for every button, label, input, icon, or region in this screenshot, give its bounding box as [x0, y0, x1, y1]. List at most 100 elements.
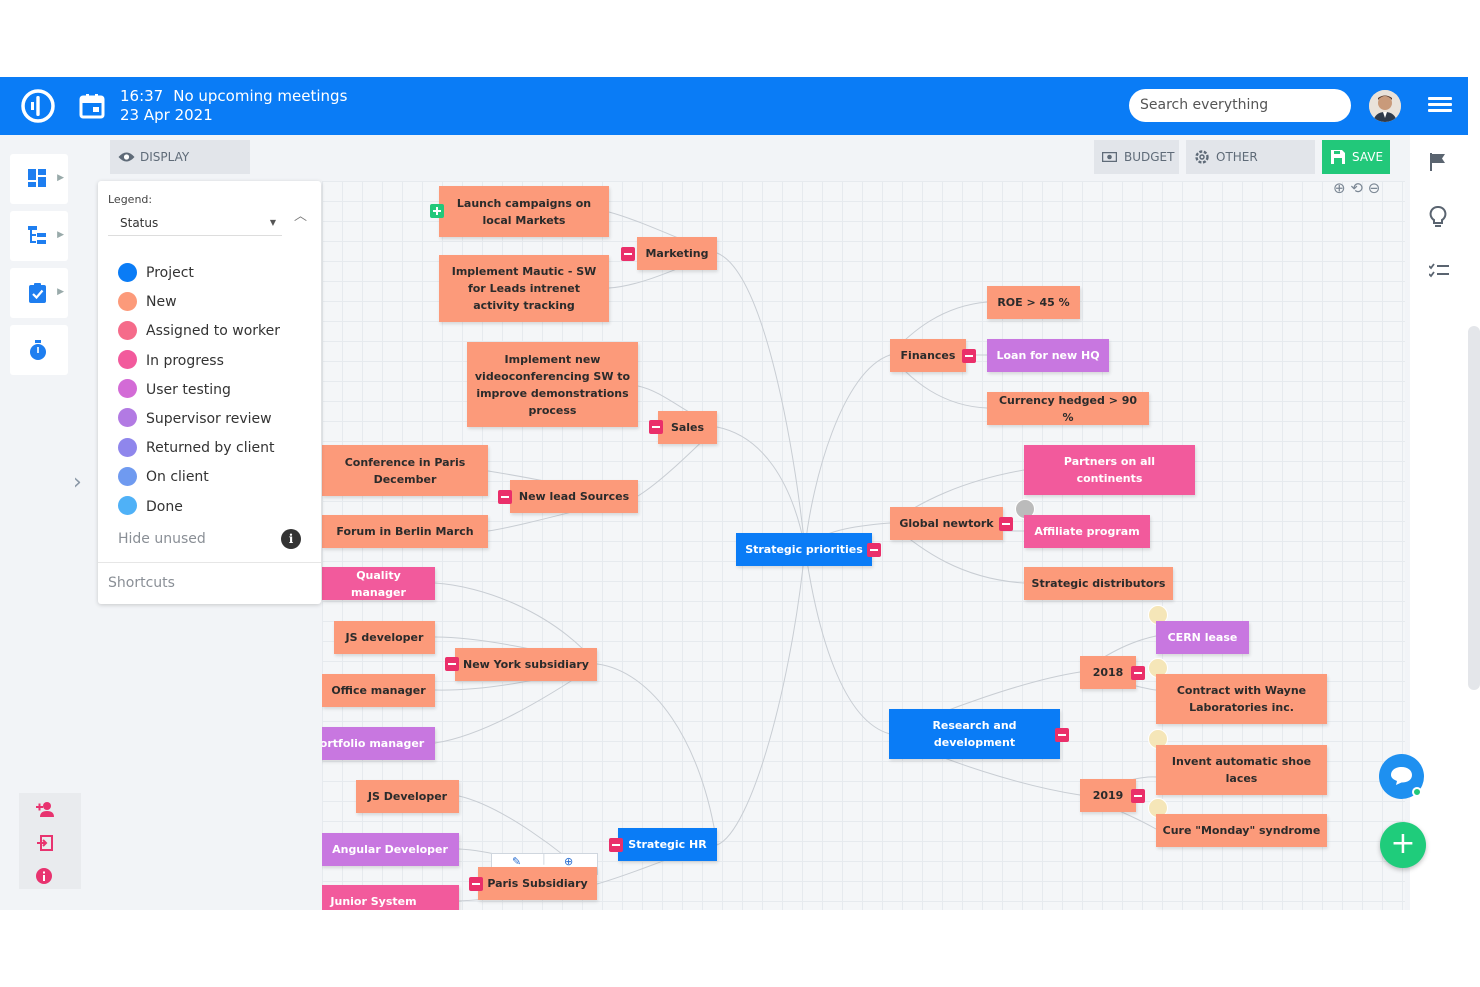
mindmap-canvas[interactable]: Launch campaigns on local Markets Market…: [322, 181, 1405, 910]
zoom-reset-icon[interactable]: ⟲: [1350, 179, 1363, 197]
node-year-2018[interactable]: 2018: [1080, 656, 1136, 689]
node-implement-mautic[interactable]: Implement Mautic - SW for Leads intrenet…: [439, 255, 609, 322]
legend-item-new[interactable]: New: [118, 291, 280, 320]
pencil-icon[interactable]: ✎: [512, 855, 522, 868]
lightbulb-icon[interactable]: [1429, 206, 1447, 228]
node-strategic-hr[interactable]: Strategic HR: [618, 828, 717, 861]
node-junior-system[interactable]: Junior System: [322, 885, 459, 910]
expand-panel-chevron-icon[interactable]: ›: [73, 470, 82, 495]
node-js-developer[interactable]: JS developer: [334, 621, 435, 654]
collapse-node-icon[interactable]: [498, 490, 512, 504]
collapse-node-icon[interactable]: [445, 657, 459, 671]
chevron-right-icon: ▶: [57, 173, 64, 183]
legend-item-returned[interactable]: Returned by client: [118, 437, 280, 466]
legend-item-on-client[interactable]: On client: [118, 466, 280, 495]
node-year-2019[interactable]: 2019: [1080, 779, 1136, 812]
node-strategic-distributors[interactable]: Strategic distributors: [1024, 567, 1173, 600]
node-conference-paris[interactable]: Conference in Paris December: [322, 445, 488, 496]
node-monday-syndrome[interactable]: Cure "Monday" syndrome: [1156, 814, 1327, 847]
collapse-node-icon[interactable]: [1055, 728, 1069, 742]
collapse-node-icon[interactable]: [649, 420, 663, 434]
node-angular-developer[interactable]: Angular Developer: [322, 833, 459, 866]
node-finances[interactable]: Finances: [890, 339, 966, 372]
tree-structure-icon: [28, 226, 46, 244]
collapse-node-icon[interactable]: [962, 349, 976, 363]
collapse-node-icon[interactable]: [1131, 666, 1145, 680]
app-logo-icon[interactable]: [20, 88, 56, 124]
node-js-developer-2[interactable]: JS Developer: [356, 780, 459, 813]
chevron-up-icon[interactable]: ︿: [294, 209, 308, 224]
node-new-york-subsidiary[interactable]: New York subsidiary: [455, 648, 597, 681]
node-global-network[interactable]: Global newtork: [890, 507, 1003, 540]
node-loan-new-hq[interactable]: Loan for new HQ: [987, 339, 1109, 372]
collapse-node-icon[interactable]: [999, 517, 1013, 531]
budget-button[interactable]: BUDGET: [1094, 140, 1179, 174]
legend-item-assigned[interactable]: Assigned to worker: [118, 320, 280, 349]
search-input[interactable]: Search everything: [1129, 89, 1351, 122]
node-launch-campaigns[interactable]: Launch campaigns on local Markets: [439, 186, 609, 237]
hide-unused-toggle[interactable]: Hide unused: [118, 531, 206, 547]
node-strategic-priorities[interactable]: Strategic priorities: [736, 533, 872, 566]
expand-node-icon[interactable]: [430, 204, 444, 218]
nav-projects-tree[interactable]: ▶: [10, 211, 68, 261]
node-contract-wayne[interactable]: Contract with Wayne Laboratories inc.: [1156, 674, 1327, 724]
info-icon[interactable]: [36, 868, 52, 884]
node-quality-manager[interactable]: Quality manager: [322, 567, 435, 600]
other-actions-button[interactable]: OTHER ACTIONS: [1186, 140, 1315, 198]
eye-icon: [118, 152, 135, 162]
status-dot-icon: [118, 437, 137, 457]
add-new-button[interactable]: +: [1380, 822, 1426, 868]
status-dot-icon: [118, 262, 137, 282]
node-affiliate-program[interactable]: Affiliate program: [1024, 515, 1150, 548]
checklist-icon[interactable]: [1429, 263, 1449, 279]
flag-icon[interactable]: [1429, 153, 1447, 171]
node-forum-berlin[interactable]: Forum in Berlin March: [322, 515, 488, 548]
node-cern-lease[interactable]: CERN lease: [1156, 621, 1249, 654]
node-new-lead-sources[interactable]: New lead Sources: [510, 480, 638, 513]
current-time: 16:37: [120, 87, 164, 105]
collapse-node-icon[interactable]: [609, 838, 623, 852]
node-sales[interactable]: Sales: [658, 411, 717, 444]
node-automatic-shoe-laces[interactable]: Invent automatic shoe laces: [1156, 745, 1327, 795]
user-avatar[interactable]: [1369, 90, 1401, 122]
zoom-in-icon[interactable]: ⊕: [1333, 179, 1346, 197]
node-portfolio-manager[interactable]: Portfolio manager: [322, 727, 435, 760]
display-settings-button[interactable]: DISPLAY SETTINGS: [110, 140, 250, 198]
node-office-manager[interactable]: Office manager: [322, 674, 435, 707]
legend-status-select[interactable]: Status ▼: [108, 210, 282, 236]
node-marketing[interactable]: Marketing: [637, 237, 717, 270]
hamburger-menu-icon[interactable]: [1428, 97, 1452, 115]
page-scrollbar[interactable]: [1468, 326, 1480, 690]
add-user-icon[interactable]: [36, 801, 56, 817]
calendar-icon[interactable]: [78, 92, 106, 120]
shortcuts-section[interactable]: Shortcuts: [108, 575, 175, 591]
save-button[interactable]: SAVE: [1322, 140, 1390, 174]
collapse-node-icon[interactable]: [621, 247, 635, 261]
node-currency-hedged[interactable]: Currency hedged > 90 %: [987, 392, 1149, 425]
node-partners-continents[interactable]: Partners on all continents: [1024, 445, 1195, 495]
nav-dashboard[interactable]: ▶: [10, 154, 68, 204]
zoom-controls: ⊕ ⟲ ⊖: [1333, 179, 1380, 197]
node-research-development[interactable]: Research and development: [889, 709, 1060, 759]
info-icon[interactable]: i: [281, 529, 301, 549]
collapse-node-icon[interactable]: [867, 543, 881, 557]
node-videoconferencing[interactable]: Implement new videoconferencing SW to im…: [467, 342, 638, 427]
collapse-node-icon[interactable]: [469, 877, 483, 891]
chat-button[interactable]: [1379, 754, 1424, 799]
zoom-out-icon[interactable]: ⊖: [1367, 179, 1381, 197]
collapse-node-icon[interactable]: [1131, 789, 1145, 803]
status-dot-icon: [118, 408, 137, 428]
legend-selected-value: Status: [120, 216, 159, 230]
legend-item-done[interactable]: Done: [118, 496, 280, 525]
logout-icon[interactable]: [36, 835, 54, 851]
nav-time-tracking[interactable]: [10, 325, 68, 375]
add-child-icon[interactable]: ⊕: [564, 855, 574, 868]
node-paris-subsidiary[interactable]: Paris Subsidiary: [478, 867, 597, 900]
legend-item-supervisor-review[interactable]: Supervisor review: [118, 408, 280, 437]
legend-item-project[interactable]: Project: [118, 262, 280, 291]
node-roe[interactable]: ROE > 45 %: [987, 286, 1080, 319]
nav-tasks[interactable]: ▶: [10, 268, 68, 318]
legend-item-user-testing[interactable]: User testing: [118, 379, 280, 408]
legend-item-in-progress[interactable]: In progress: [118, 350, 280, 379]
